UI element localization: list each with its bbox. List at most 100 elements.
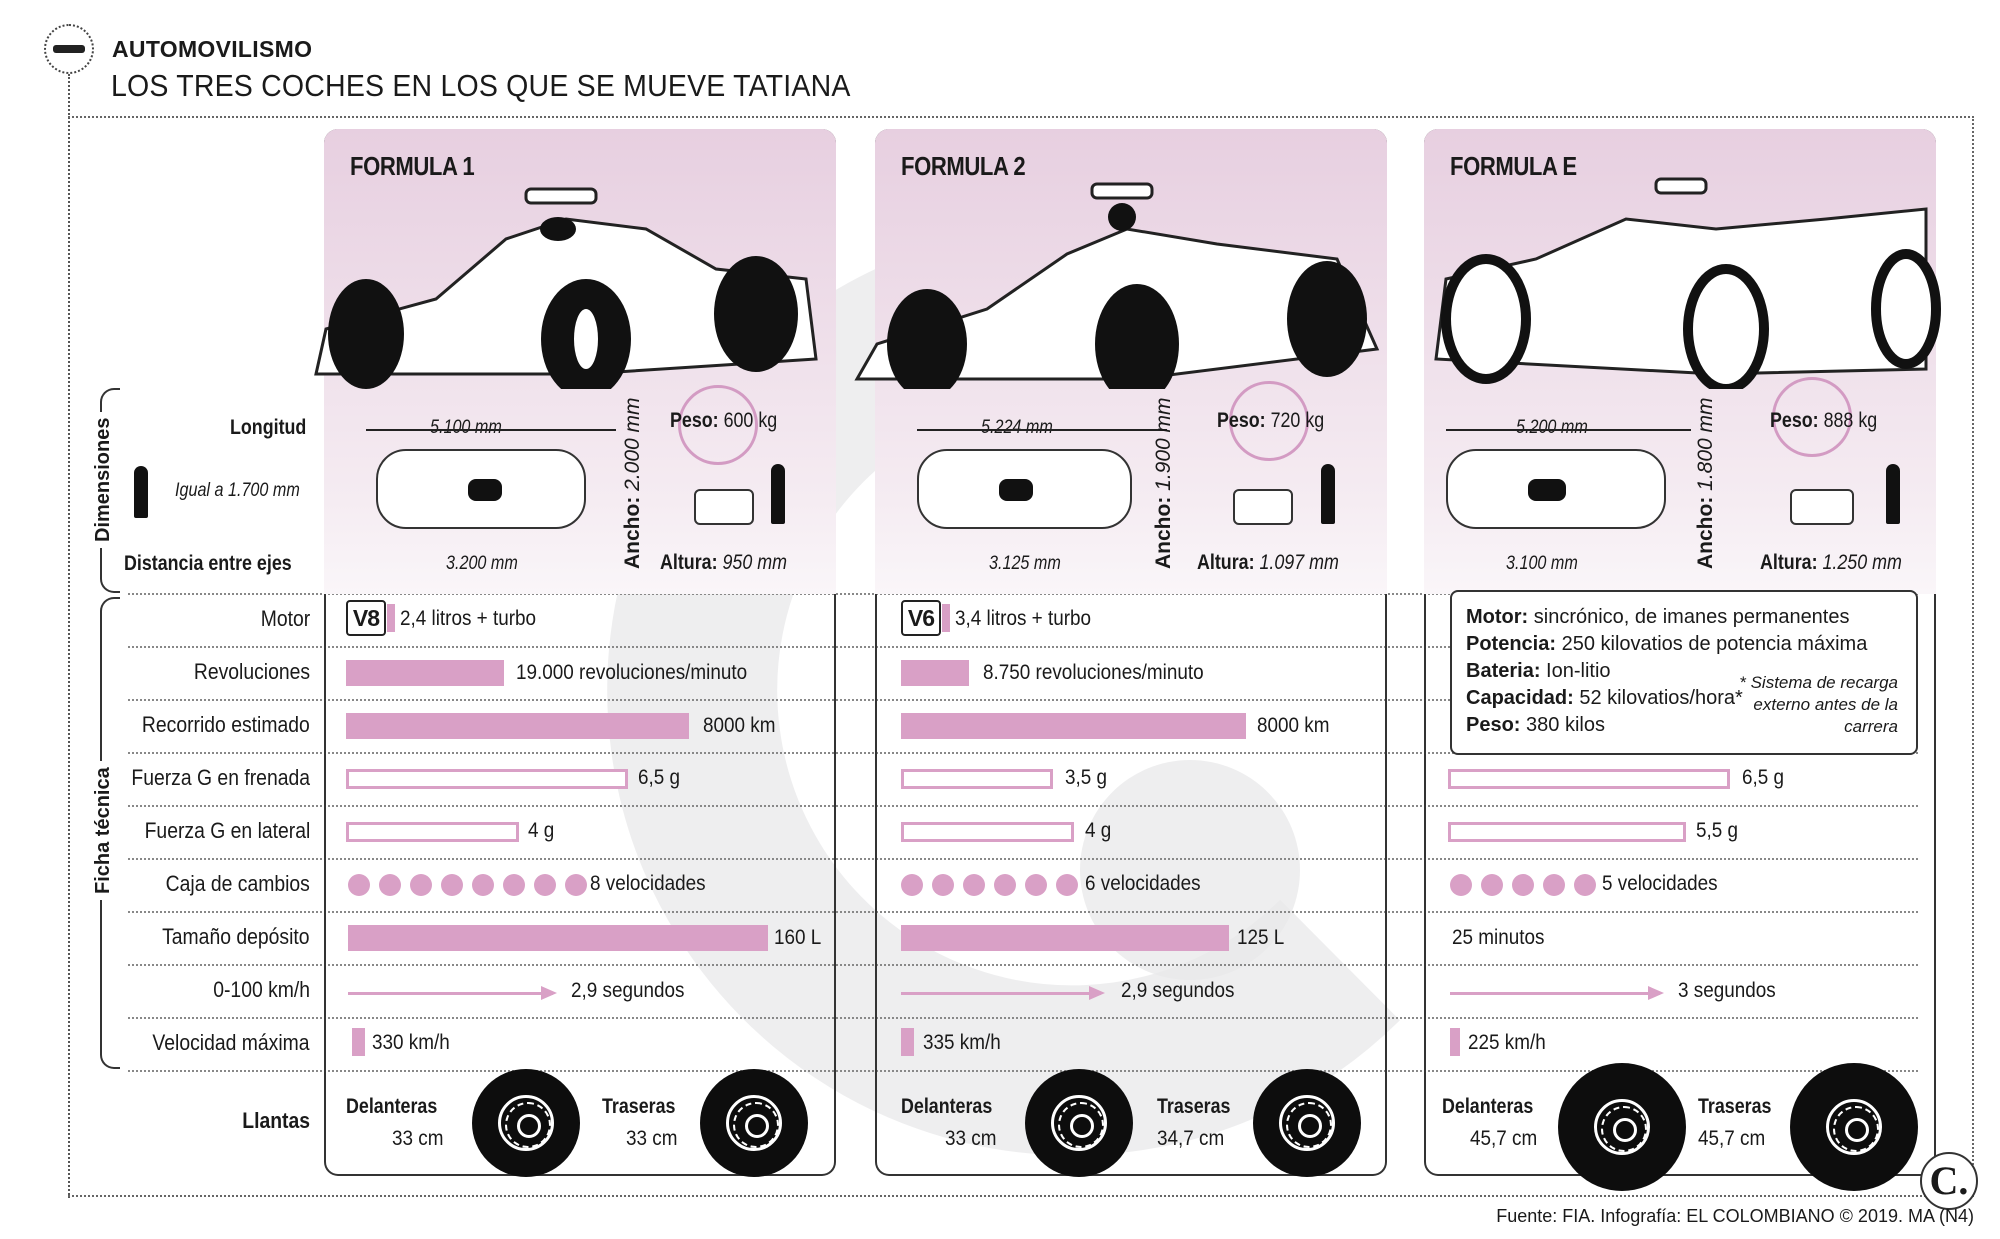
- gears-value: 8 velocidades: [590, 872, 706, 895]
- card-title: FORMULA 2: [901, 151, 1026, 181]
- width-label: Ancho:: [621, 496, 644, 569]
- rear-tire-label: Traseras: [602, 1095, 676, 1118]
- top-speed-value: 330 km/h: [372, 1031, 450, 1054]
- accel-arrow: [901, 986, 1105, 1000]
- rear-tire-value: 33 cm: [626, 1127, 678, 1150]
- person-icon: [1321, 464, 1335, 524]
- dotted-frame: [68, 116, 1974, 1197]
- range-value: 8000 km: [703, 714, 776, 737]
- gears-value: 6 velocidades: [1085, 872, 1201, 895]
- card-formula-e: FORMULA E Peso: 888 kg 5.200 mm Ancho: 1…: [1424, 129, 1941, 1191]
- length-arrow: [366, 429, 616, 431]
- technical-section-label: Ficha técnica: [92, 761, 115, 900]
- wheelbase-value: 3.125 mm: [989, 553, 1061, 574]
- rear-tire-label: Traseras: [1157, 1095, 1231, 1118]
- rpm-value: 8.750 revoluciones/minuto: [983, 661, 1204, 684]
- row-label-top-speed: Velocidad máxima: [152, 1030, 310, 1055]
- gear-dots: [901, 874, 1087, 901]
- person-icon: [1886, 464, 1900, 524]
- row-label-g-lateral: Fuerza G en lateral: [144, 818, 310, 843]
- row-label-g-brake: Fuerza G en frenada: [131, 765, 310, 790]
- dimensions-section-label: Dimensiones: [92, 411, 115, 548]
- engine-value: 3,4 litros + turbo: [955, 607, 1092, 630]
- g-lateral-bar: [1448, 822, 1686, 842]
- length-arrow: [917, 429, 1167, 431]
- row-labels: Motor Revoluciones Recorrido estimado Fu…: [120, 600, 310, 1160]
- weight-ring: [1229, 381, 1309, 461]
- row-label-range: Recorrido estimado: [142, 712, 310, 737]
- width-value: 2.000 mm: [621, 397, 644, 491]
- accel-value: 3 segundos: [1678, 979, 1776, 1002]
- tank-bar: [348, 925, 768, 951]
- rear-tire-label: Traseras: [1698, 1095, 1772, 1118]
- car-front-view: [1790, 489, 1854, 525]
- height-value: 1.250 mm: [1822, 551, 1902, 574]
- rear-tire-value: 34,7 cm: [1157, 1127, 1225, 1150]
- row-label-rpm: Revoluciones: [193, 659, 310, 684]
- row-label-accel: 0-100 km/h: [213, 977, 310, 1002]
- weight-value: 600 kg: [723, 409, 778, 432]
- tank-value: 25 minutos: [1452, 926, 1545, 949]
- length-value: 5.100 mm: [430, 417, 502, 438]
- gear-dots: [1450, 874, 1605, 901]
- front-tire-value: 45,7 cm: [1470, 1127, 1538, 1150]
- rear-tire-icon: [700, 1069, 808, 1177]
- accel-arrow: [1450, 986, 1664, 1000]
- weight-ring: [1772, 377, 1852, 457]
- tank-value: 160 L: [774, 926, 822, 949]
- range-bar: [346, 713, 689, 739]
- top-speed-value: 225 km/h: [1468, 1031, 1546, 1054]
- section-kicker: AUTOMOVILISMO: [112, 36, 313, 62]
- el-colombiano-logo: C.: [1920, 1152, 1978, 1210]
- tank-bar: [901, 925, 1229, 951]
- race-car-icon: [53, 45, 85, 53]
- dotted-guide: [68, 74, 70, 1198]
- front-tire-icon: [1025, 1069, 1133, 1177]
- g-brake-bar: [901, 769, 1053, 789]
- g-lateral-value: 4 g: [1085, 819, 1112, 842]
- wheelbase-value: 3.200 mm: [446, 553, 518, 574]
- row-label-gearbox: Caja de cambios: [165, 871, 310, 896]
- engine-value: 2,4 litros + turbo: [400, 607, 537, 630]
- g-brake-bar: [1448, 769, 1730, 789]
- top-speed-bar: [901, 1028, 914, 1056]
- row-label-tires: Llantas: [242, 1108, 310, 1133]
- length-value: 5.224 mm: [981, 417, 1053, 438]
- width-label: Ancho:: [1152, 496, 1175, 569]
- rear-tire-value: 45,7 cm: [1698, 1127, 1766, 1150]
- rpm-value: 19.000 revoluciones/minuto: [516, 661, 748, 684]
- width-value: 1.800 mm: [1694, 397, 1717, 491]
- rear-tire-icon: [1790, 1063, 1918, 1191]
- top-speed-value: 335 km/h: [923, 1031, 1001, 1054]
- card-formula-2: FORMULA 2 Peso: 720 kg 5.224 mm Ancho: 1…: [854, 129, 1387, 1177]
- weight-value: 888 kg: [1823, 409, 1878, 432]
- length-label: Longitud: [230, 416, 307, 439]
- wheelbase-label: Distancia entre ejes: [124, 552, 292, 575]
- gear-dots: [348, 874, 596, 901]
- row-dividers: [128, 0, 1918, 1239]
- car-front-view: [694, 489, 754, 525]
- card-title: FORMULA E: [1450, 151, 1577, 181]
- front-tire-label: Delanteras: [901, 1095, 993, 1118]
- fe-car-illustration: [1434, 177, 1941, 389]
- accel-value: 2,9 segundos: [1121, 979, 1235, 1002]
- width-label: Ancho:: [1694, 496, 1717, 569]
- f2-car-illustration: [854, 182, 1380, 389]
- top-speed-bar: [1450, 1028, 1460, 1056]
- card-formula-1: FORMULA 1 Peso: 600 kg 5.100 mm Ancho: 2…: [314, 129, 836, 1177]
- human-height-text: Igual a 1.700 mm: [175, 480, 300, 501]
- wheelbase-value: 3.100 mm: [1506, 553, 1578, 574]
- front-tire-value: 33 cm: [392, 1127, 444, 1150]
- car-top-view: [376, 449, 586, 529]
- person-icon: [771, 464, 785, 524]
- length-arrow: [1446, 429, 1691, 431]
- f1-car-illustration: [314, 187, 818, 389]
- front-tire-value: 33 cm: [945, 1127, 997, 1150]
- rpm-bar: [346, 660, 504, 686]
- weight-label: Peso:: [670, 409, 719, 432]
- fe-footnote: * Sistema de recarga externo antes de la…: [1739, 673, 1898, 736]
- weight-label: Peso:: [1770, 409, 1819, 432]
- weight-value: 720 kg: [1270, 409, 1325, 432]
- fe-specs-box: Motor: sincrónico, de imanes permanentes…: [1450, 590, 1918, 755]
- weight-label: Peso:: [1217, 409, 1266, 432]
